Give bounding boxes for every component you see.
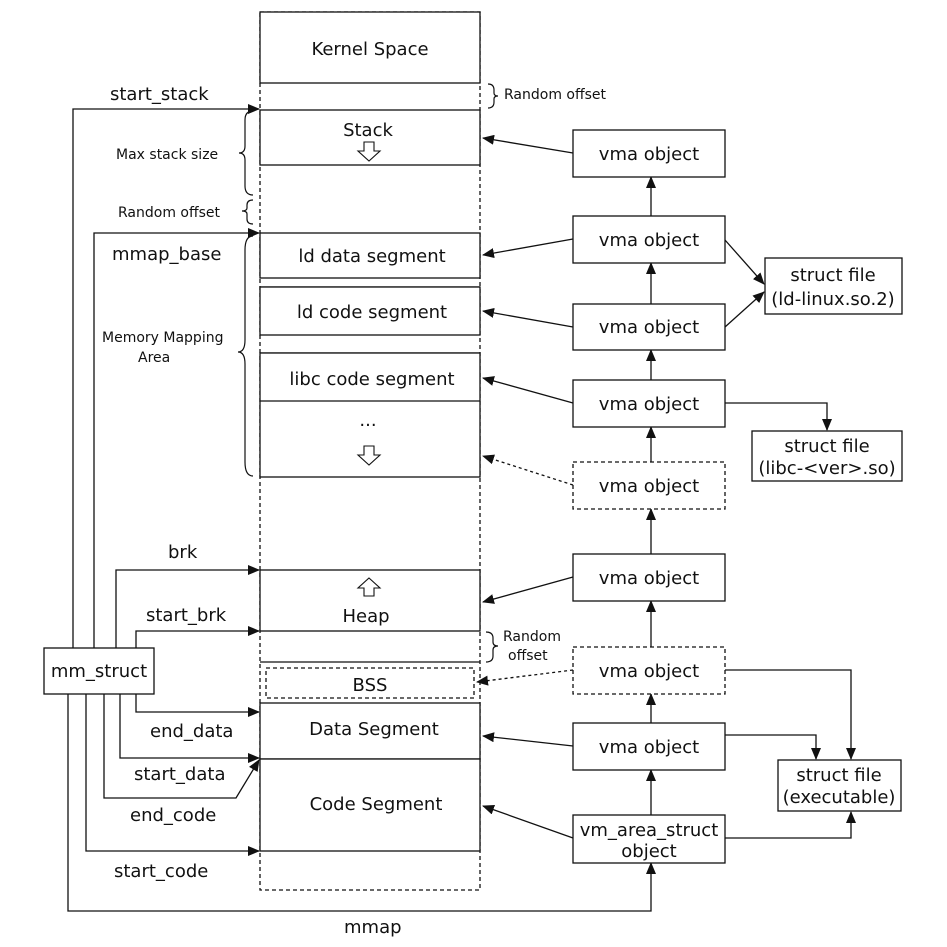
- vma-object-stack: [572, 129, 726, 178]
- max-stack-size-label: Max stack size: [116, 147, 218, 163]
- kernel-space-label: Kernel Space: [311, 39, 428, 60]
- memory-mapping-area-brace-icon: [237, 235, 254, 477]
- bss-label: BSS: [353, 675, 388, 696]
- start-brk-arrow: [135, 626, 260, 648]
- heap-label: Heap: [342, 606, 389, 627]
- random-offset-heap-label-line1: Random: [503, 629, 561, 645]
- memory-mapping-area-label-line2: Area: [138, 350, 170, 366]
- mmap-label: mmap: [344, 917, 402, 938]
- memory-mapping-area-label-line1: Memory Mapping: [102, 330, 223, 346]
- vma-object-label: vma object: [599, 394, 699, 415]
- start-data-label: start_data: [134, 764, 225, 785]
- vma-to-segment-arrow: [482, 308, 574, 328]
- ld-code-segment-label: ld code segment: [297, 302, 447, 323]
- vma-to-file-arrow: [725, 811, 856, 839]
- mmap-base-arrow: [93, 228, 260, 648]
- vma-to-file-arrow: [724, 291, 765, 328]
- brk-label: brk: [168, 542, 198, 563]
- libc-code-segment-label: libc code segment: [289, 369, 454, 390]
- max-stack-size-brace-icon: [238, 110, 254, 196]
- vma-to-segment-arrow: [482, 376, 574, 404]
- random-offset-mid-label: Random offset: [118, 205, 221, 221]
- vma-to-file-arrow: [725, 402, 832, 431]
- vma-object-bss: [572, 646, 726, 695]
- vma-to-segment-arrow: [482, 732, 574, 747]
- mm-struct-pointers: mm_struct start_stack mmap_base brk star…: [43, 84, 656, 938]
- mm-struct-box: [43, 647, 155, 695]
- vm-area-struct-label-line2: object: [621, 841, 676, 862]
- start-data-arrow: [119, 694, 260, 763]
- memory-column: Kernel Space Stack ld data segment ld co…: [259, 11, 481, 891]
- random-offset-heap-label-line2: offset: [508, 648, 548, 664]
- end-code-arrow: [103, 694, 260, 799]
- vma-object-label: vma object: [599, 737, 699, 758]
- start-stack-arrow: [72, 104, 260, 648]
- vma-object-ld-code: [572, 303, 726, 351]
- random-offset-top-brace-icon: [487, 83, 499, 109]
- bss-block: [265, 667, 475, 699]
- struct-file-libc-box: [751, 430, 903, 482]
- code-segment-label: Code Segment: [310, 794, 443, 815]
- vma-object-heap: [572, 553, 726, 602]
- brk-arrow: [115, 565, 260, 648]
- start-code-arrow: [85, 694, 260, 856]
- start-stack-label: start_stack: [110, 84, 209, 105]
- vma-to-segment-arrow: [482, 454, 574, 486]
- vma-object-data: [572, 722, 726, 771]
- struct-file-executable-box: [777, 759, 902, 812]
- vma-chain: vma object vma object vma object vma obj…: [476, 129, 726, 864]
- heap-grows-up-arrow-icon: [356, 577, 382, 597]
- kernel-space-block: [259, 11, 481, 84]
- struct-file-ld-label-line2: (ld-linux.so.2): [771, 289, 894, 310]
- vma-object-libc-code: [572, 379, 726, 428]
- struct-file-executable-label-line1: struct file: [796, 765, 881, 786]
- end-data-label: end_data: [150, 721, 233, 742]
- vma-object-label: vma object: [599, 230, 699, 251]
- code-segment-block: [259, 758, 481, 852]
- mmap-grows-down-arrow-icon: [356, 445, 382, 466]
- start-brk-label: start_brk: [146, 605, 227, 626]
- stack-label: Stack: [343, 120, 393, 141]
- vma-object-label: vma object: [599, 568, 699, 589]
- mmap-base-label: mmap_base: [112, 244, 221, 265]
- mmap-arrow: [67, 694, 656, 912]
- struct-file-ld-box: [764, 257, 903, 315]
- random-offset-heap-brace-icon: [485, 631, 499, 663]
- vma-object-label: vma object: [599, 317, 699, 338]
- vma-object-label: vma object: [599, 144, 699, 165]
- left-annotations: Random offset Max stack size Random offs…: [102, 83, 607, 664]
- ld-data-segment-label: ld data segment: [298, 246, 445, 267]
- end-data-arrow: [135, 694, 260, 717]
- ld-code-segment-block: [259, 286, 481, 336]
- vma-to-segment-arrow: [476, 669, 574, 686]
- vma-to-segment-arrow: [482, 804, 574, 839]
- struct-file-executable-label-line2: (executable): [783, 787, 896, 808]
- mm-struct-label: mm_struct: [51, 661, 147, 682]
- vma-to-file-arrow: [725, 734, 821, 760]
- data-segment-label: Data Segment: [309, 719, 439, 740]
- struct-files: struct file (ld-linux.so.2) struct file …: [724, 239, 903, 839]
- start-code-label: start_code: [114, 861, 208, 882]
- vma-to-segment-arrow: [482, 134, 574, 154]
- ld-data-segment-block: [259, 232, 481, 279]
- ellipsis-label: ...: [359, 410, 376, 431]
- struct-file-libc-label-line1: struct file: [784, 436, 869, 457]
- struct-file-libc-label-line2: (libc-<ver>.so): [758, 458, 895, 479]
- vm-area-struct-object: [572, 814, 726, 864]
- vma-to-file-arrow: [725, 669, 856, 760]
- end-code-label: end_code: [130, 805, 216, 826]
- stack-grows-down-arrow-icon: [356, 141, 382, 162]
- vma-object-label: vma object: [599, 476, 699, 497]
- data-segment-block: [259, 702, 481, 760]
- vma-to-file-arrow: [724, 239, 765, 285]
- random-offset-top-label: Random offset: [504, 87, 607, 103]
- vma-object-label: vma object: [599, 661, 699, 682]
- struct-file-ld-label-line1: struct file: [790, 265, 875, 286]
- vma-to-segment-arrow: [482, 238, 574, 258]
- vma-object-mmap-other: [572, 461, 726, 510]
- vm-area-struct-label-line1: vm_area_struct: [580, 820, 719, 841]
- vma-to-segment-arrow: [482, 576, 574, 604]
- random-offset-mid-brace-icon: [241, 199, 254, 225]
